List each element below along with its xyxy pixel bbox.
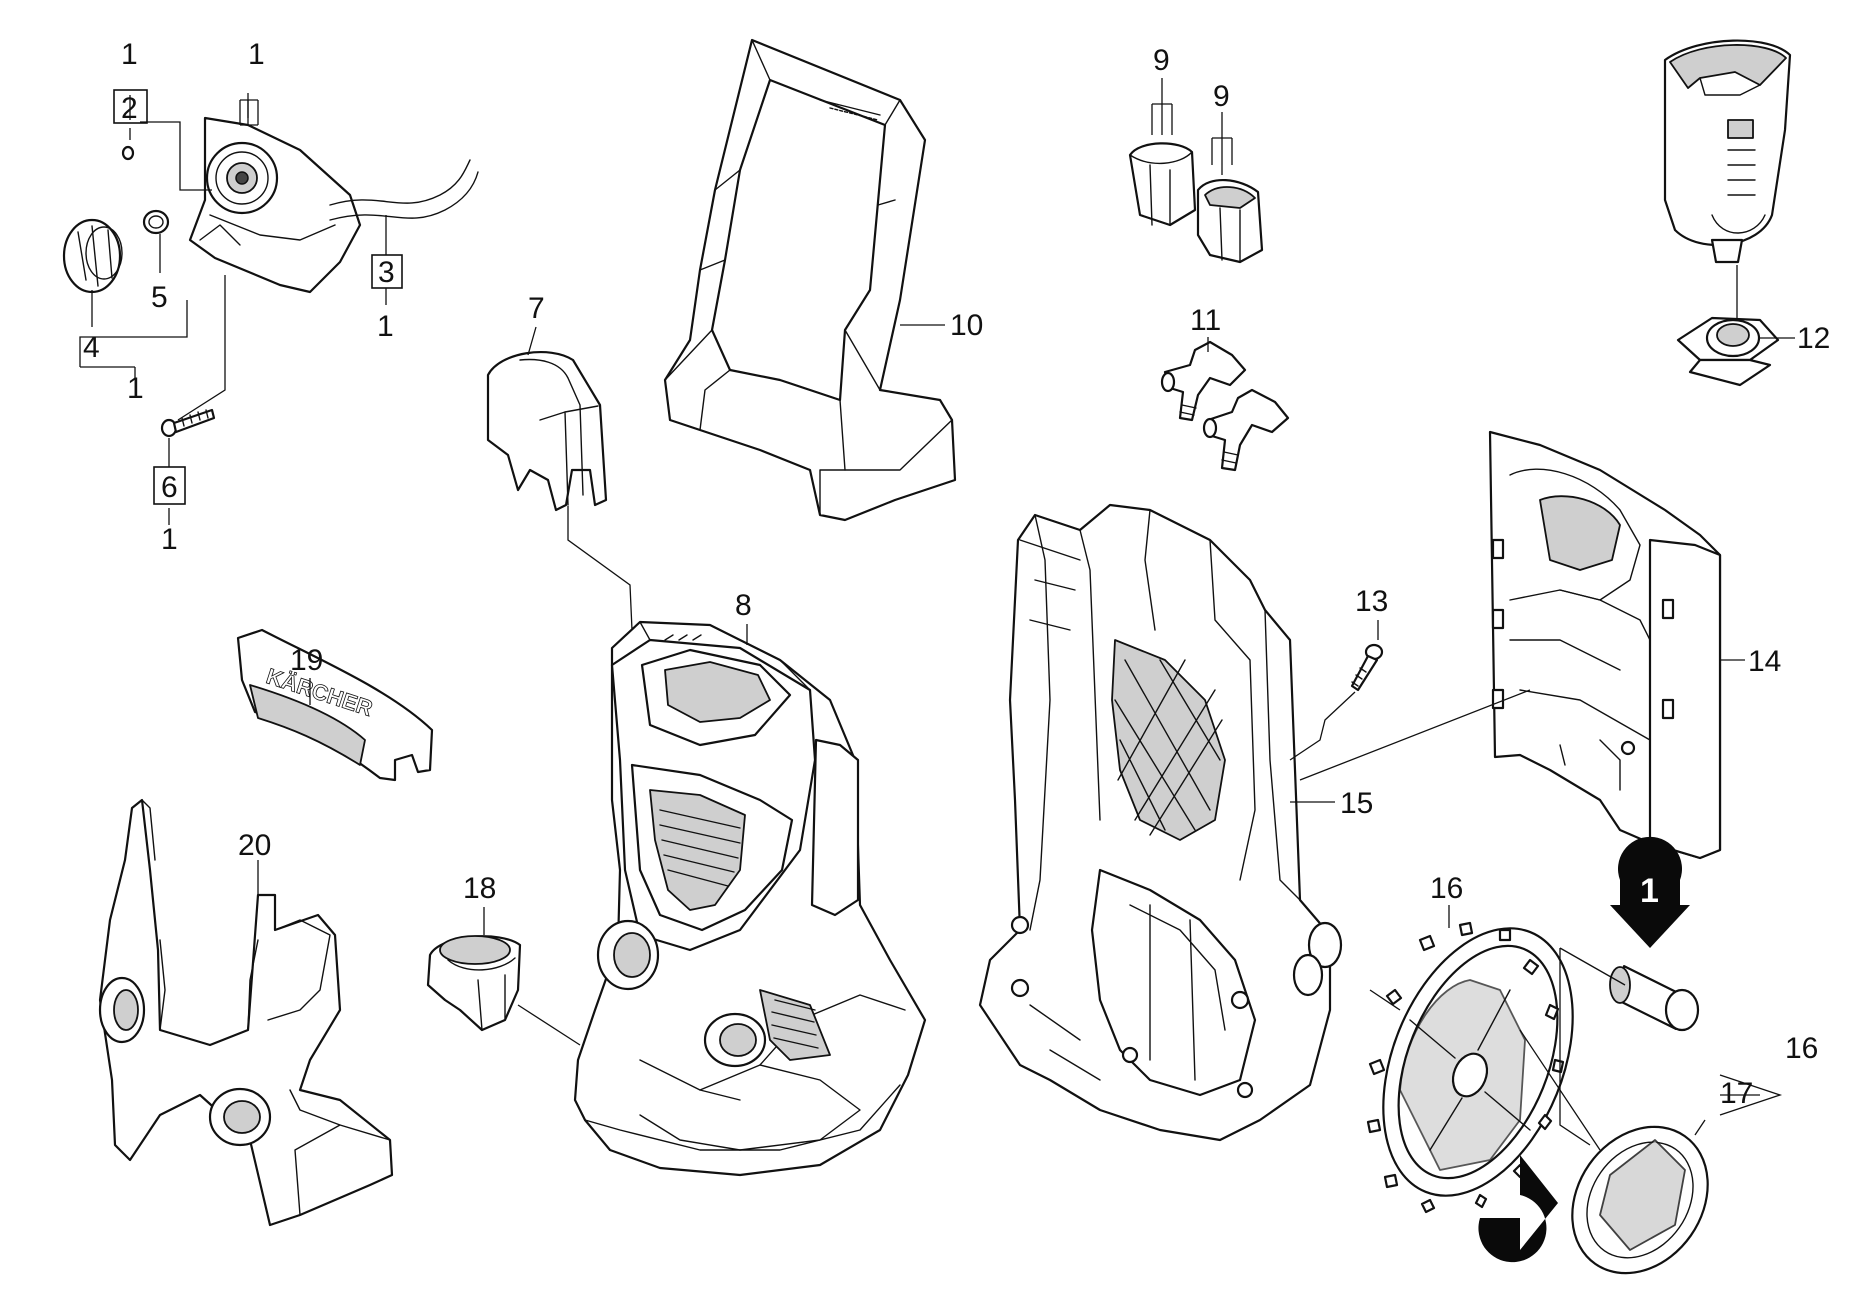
screw-13	[1350, 643, 1384, 692]
chassis-15	[978, 503, 1343, 1142]
step-1-arrow-icon: 1	[1610, 836, 1690, 948]
leader-to-cylinder	[1559, 947, 1626, 986]
logo-panel-19: KÄRCHER	[236, 628, 434, 782]
label-17: 17	[1720, 1077, 1753, 1110]
label-3: 3	[378, 256, 395, 289]
bumper-20	[98, 798, 394, 1227]
step-2-number: 2	[1488, 1185, 1507, 1223]
label-18: 18	[463, 872, 496, 905]
label-20: 20	[238, 829, 271, 862]
label-7: 7	[528, 292, 545, 325]
leader-18-to-8	[517, 1004, 581, 1046]
label-11: 11	[1190, 304, 1221, 337]
leader-step-bracket	[1559, 948, 1591, 1146]
label-5: 5	[151, 281, 168, 314]
label-1-cap-group: 1	[127, 372, 144, 405]
label-12: 12	[1797, 322, 1830, 355]
leader-13-to-15	[1289, 691, 1356, 761]
label-4: 4	[83, 331, 100, 364]
holder-7	[486, 350, 608, 512]
leader-14-to-15	[1299, 689, 1531, 781]
hose-cap	[62, 218, 123, 294]
leader-9b	[1211, 112, 1233, 175]
bottle-adapter-12	[1676, 316, 1780, 387]
label-15: 15	[1340, 787, 1373, 820]
o-ring	[142, 209, 170, 235]
leader-7-to-8	[567, 506, 633, 631]
label-16: 16	[1430, 872, 1463, 905]
label-1-top: 1	[248, 38, 265, 71]
holder-18	[426, 935, 522, 1032]
frame-10	[663, 38, 957, 522]
label-16-group: 16	[1785, 1032, 1818, 1065]
hose-connector-housing	[188, 116, 479, 294]
label-10: 10	[950, 309, 983, 342]
connector-11	[1160, 340, 1290, 472]
bottle-12	[1663, 39, 1792, 264]
box-3	[371, 254, 403, 289]
wheel-16	[1366, 921, 1574, 1214]
label-13: 13	[1355, 585, 1388, 618]
label-14: 14	[1748, 645, 1781, 678]
screw-6	[160, 408, 216, 438]
label-1-hose: 1	[377, 310, 394, 343]
leader-7	[527, 326, 537, 356]
step-2-arrow-icon: 2	[1478, 1155, 1558, 1263]
leader-17	[1694, 1119, 1706, 1136]
label-19: 19	[290, 644, 323, 677]
clip-9a	[1128, 142, 1197, 227]
label-2: 2	[121, 92, 138, 125]
small-seal	[121, 145, 135, 161]
cover-14	[1488, 430, 1722, 860]
leader-9a	[1151, 78, 1173, 135]
leader-16-to-15	[1369, 989, 1401, 1011]
hubcap-17	[1571, 1125, 1709, 1275]
cylinder-insert	[1609, 964, 1700, 1032]
box-6	[153, 466, 186, 505]
label-6: 6	[161, 471, 178, 504]
main-hood-8	[573, 620, 927, 1177]
step-1-number: 1	[1640, 872, 1659, 910]
clip-9b	[1196, 178, 1264, 264]
label-1-top-left: 1	[121, 38, 138, 71]
label-9a: 9	[1153, 44, 1170, 77]
leaders-group-1	[79, 93, 387, 525]
box-2	[113, 89, 148, 124]
leader-16-group	[1719, 1074, 1783, 1116]
label-1-screw-group: 1	[161, 523, 178, 556]
label-8: 8	[735, 589, 752, 622]
label-9b: 9	[1213, 80, 1230, 113]
